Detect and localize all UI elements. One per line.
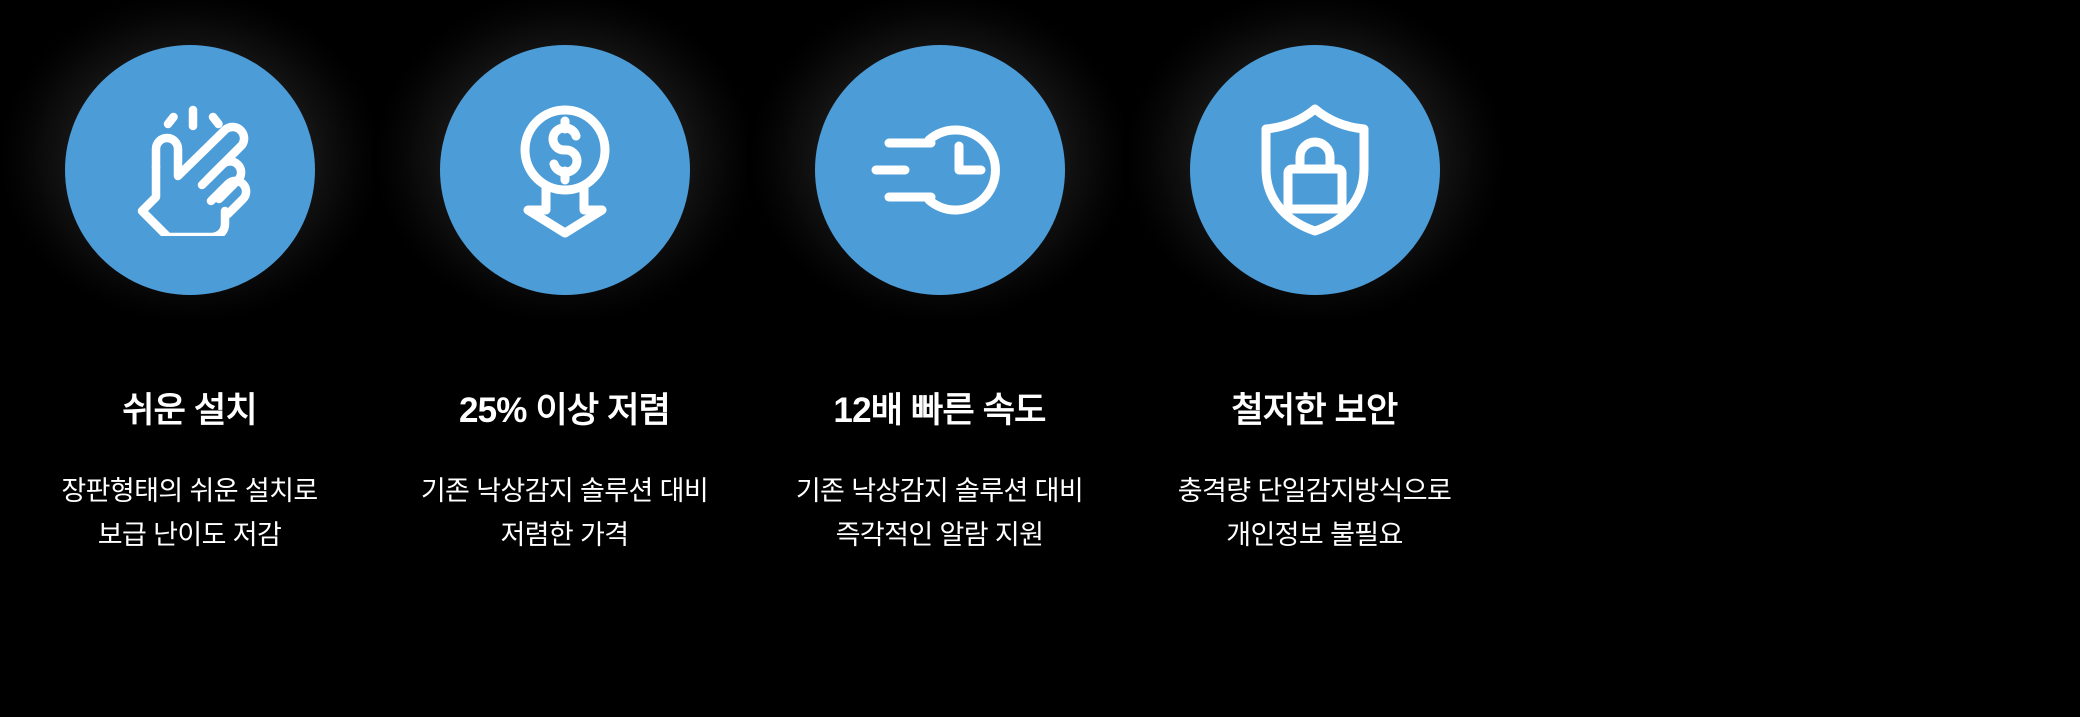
feature-card-lower-cost: 25% 이상 저렴 기존 낙상감지 솔루션 대비 저렴한 가격 [369, 0, 760, 717]
money-down-arrow-icon [506, 102, 624, 238]
icon-glow-wrapper [1119, 0, 1510, 533]
description-line: 즉각적인 알람 지원 [835, 519, 1044, 550]
description-line: 기존 낙상감지 솔루션 대비 [420, 476, 709, 506]
icon-circle [1189, 45, 1440, 295]
feature-title: 쉬운 설치 [122, 391, 257, 430]
feature-title: 철저한 보안 [1231, 391, 1399, 430]
feature-card-faster-speed: 12배 빠른 속도 기존 낙상감지 솔루션 대비 즉각적인 알람 지원 [744, 0, 1135, 717]
icon-glow-wrapper [0, 0, 385, 533]
description-line: 기존 낙상감지 솔루션 대비 [795, 476, 1084, 506]
description-line: 개인정보 불필요 [1226, 519, 1403, 550]
feature-description: 기존 낙상감지 솔루션 대비 저렴한 가격 [377, 470, 752, 557]
icon-circle [814, 45, 1065, 295]
fast-clock-icon [871, 114, 1009, 226]
description-line: 보급 난이도 저감 [97, 519, 282, 550]
icon-circle [439, 45, 690, 295]
shield-lock-icon [1252, 103, 1378, 237]
icon-glow-wrapper [369, 0, 760, 533]
description-line: 충격량 단일감지방식으로 [1177, 476, 1452, 506]
feature-title: 25% 이상 저렴 [458, 391, 671, 430]
feature-card-security: 철저한 보안 충격량 단일감지방식으로 개인정보 불필요 [1119, 0, 1510, 717]
tap-hand-icon [129, 104, 251, 236]
feature-card-easy-install: 쉬운 설치 장판형태의 쉬운 설치로 보급 난이도 저감 [0, 0, 385, 717]
feature-title: 12배 빠른 속도 [833, 391, 1046, 430]
feature-description: 기존 낙상감지 솔루션 대비 즉각적인 알람 지원 [752, 470, 1127, 557]
icon-circle [64, 45, 315, 295]
feature-description: 충격량 단일감지방식으로 개인정보 불필요 [1127, 470, 1502, 557]
feature-description: 장판형태의 쉬운 설치로 보급 난이도 저감 [2, 470, 377, 557]
description-line: 저렴한 가격 [500, 519, 629, 550]
description-line: 장판형태의 쉬운 설치로 [61, 476, 318, 506]
icon-glow-wrapper [744, 0, 1135, 533]
